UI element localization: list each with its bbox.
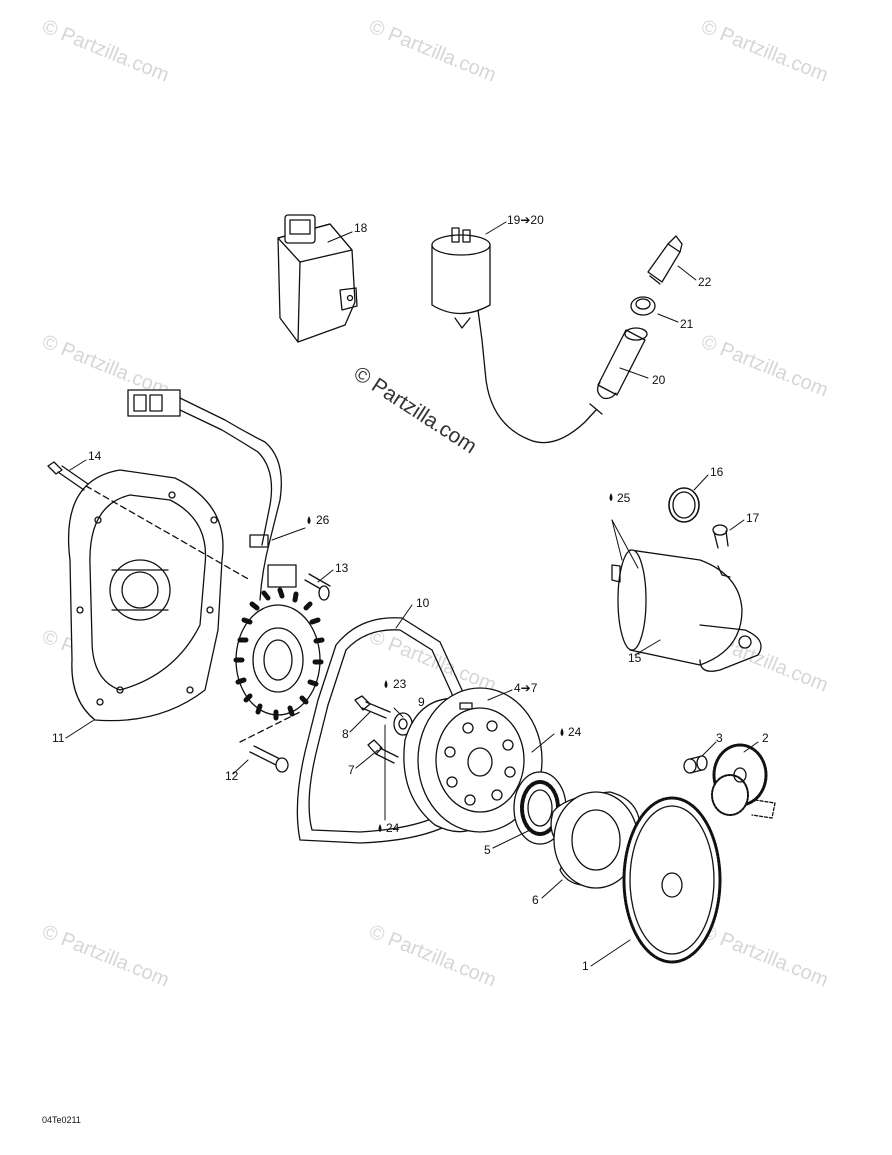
lubricant-markers xyxy=(307,493,613,832)
callout-4-7: 4➔7 xyxy=(514,681,538,695)
cover-gasket-part[interactable] xyxy=(296,617,471,844)
callout-24-lower: 24 xyxy=(386,821,400,835)
clutch-housing-part[interactable] xyxy=(550,791,641,889)
spark-plug-cap-part[interactable] xyxy=(596,327,648,400)
callout-3: 3 xyxy=(716,731,723,745)
callout-21: 21 xyxy=(680,317,694,331)
gear-mark xyxy=(751,799,776,819)
callout-25: 25 xyxy=(617,491,631,505)
callout-26: 26 xyxy=(316,513,330,527)
callout-2: 2 xyxy=(762,731,769,745)
spark-plug-seal-part[interactable] xyxy=(630,296,656,316)
callout-1: 1 xyxy=(582,959,589,973)
harness-clamp-screw-part[interactable] xyxy=(304,573,331,601)
stud-part[interactable] xyxy=(367,739,399,764)
leader-lines xyxy=(65,221,759,967)
idler-shaft-part[interactable] xyxy=(683,755,708,774)
rotor-flywheel-part[interactable] xyxy=(403,687,543,833)
stator-part[interactable] xyxy=(233,587,325,721)
callout-8: 8 xyxy=(342,727,349,741)
callout-7: 7 xyxy=(348,763,355,777)
callout-14: 14 xyxy=(88,449,102,463)
callout-17: 17 xyxy=(746,511,760,525)
idler-gear-part[interactable] xyxy=(711,743,768,816)
stator-screw-part[interactable] xyxy=(249,745,289,773)
ignition-module-part[interactable] xyxy=(277,214,358,343)
callout-24-upper: 24 xyxy=(568,725,582,739)
stator-wiring-harness xyxy=(127,389,297,601)
callout-12: 12 xyxy=(225,769,239,783)
ignition-coil-part[interactable] xyxy=(431,227,603,444)
magneto-cover-part[interactable] xyxy=(67,469,224,722)
assembly-line xyxy=(239,711,301,743)
callout-16: 16 xyxy=(710,465,724,479)
callout-22: 22 xyxy=(698,275,712,289)
callout-13: 13 xyxy=(335,561,349,575)
starter-bolt-part[interactable] xyxy=(712,524,729,549)
callout-15: 15 xyxy=(628,651,642,665)
callout-11: 11 xyxy=(52,731,65,745)
cover-screw-part[interactable] xyxy=(47,461,89,491)
starter-motor-part[interactable] xyxy=(611,549,762,672)
callout-20: 20 xyxy=(652,373,666,387)
callout-6: 6 xyxy=(532,893,539,907)
callout-10: 10 xyxy=(416,596,430,610)
diagram-code: 04Te0211 xyxy=(42,1115,81,1125)
callout-18: 18 xyxy=(354,221,368,235)
o-ring-part[interactable] xyxy=(668,487,700,523)
rotor-bolt-part[interactable] xyxy=(354,695,391,719)
callout-5: 5 xyxy=(484,843,491,857)
callout-19-20: 19➔20 xyxy=(507,213,544,227)
starter-ring-gear-part[interactable] xyxy=(622,796,722,964)
callout-9: 9 xyxy=(418,695,425,709)
assembly-line xyxy=(85,485,251,581)
spark-plug-part[interactable] xyxy=(647,235,683,285)
callout-23: 23 xyxy=(393,677,407,691)
